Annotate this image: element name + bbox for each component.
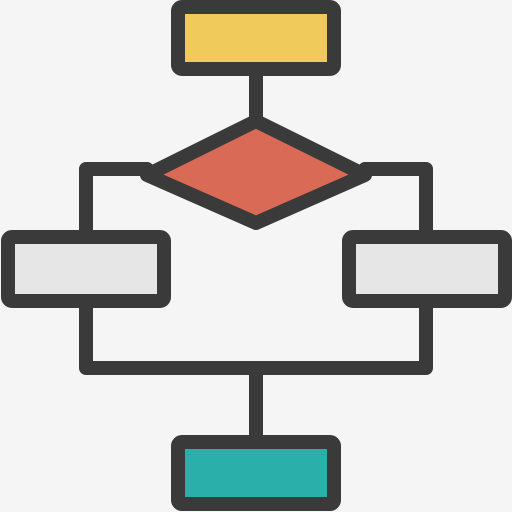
connector-decision-to-left-process [79, 162, 154, 244]
connector-left-process-to-merge [79, 294, 263, 375]
connector-right-process-to-merge [249, 294, 433, 375]
end-node [171, 435, 341, 511]
decision-node [140, 114, 372, 230]
start-node [171, 0, 341, 76]
left-process-node [1, 230, 171, 308]
flowchart-connectors [79, 62, 433, 449]
connector-decision-to-right-process [358, 162, 433, 244]
right-process-node [342, 230, 512, 308]
